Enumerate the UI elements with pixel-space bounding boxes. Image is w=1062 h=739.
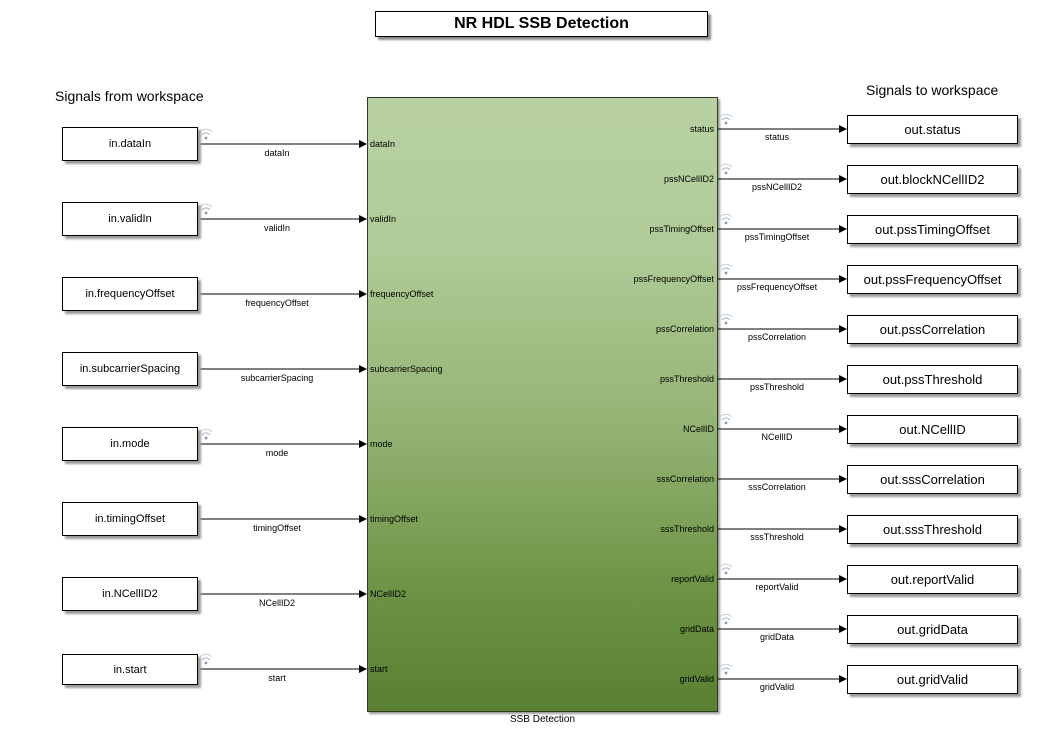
output-block-pssFrequencyOffset[interactable]: out.pssFrequencyOffset [847, 265, 1018, 294]
port-out-sssThreshold: sssThreshold [660, 524, 714, 534]
signal-label-pssThreshold: pssThreshold [749, 382, 805, 392]
signal-label-gridData: gridData [759, 632, 795, 642]
signal-logging-icon[interactable] [199, 653, 213, 665]
arrowhead-pssCorrelation [839, 325, 847, 333]
signal-label-pssNCellID2: pssNCellID2 [751, 182, 802, 192]
port-in-frequencyOffset: frequencyOffset [370, 289, 434, 299]
signal-logging-icon[interactable] [199, 128, 213, 140]
ssb-detection-caption: SSB Detection [509, 714, 576, 725]
port-in-mode: mode [370, 439, 393, 449]
signal-label-sssCorrelation: sssCorrelation [748, 482, 806, 492]
signal-logging-icon[interactable] [719, 163, 733, 175]
signal-label-start: start [268, 673, 286, 683]
signal-label-mode: mode [265, 448, 289, 458]
output-block-reportValid[interactable]: out.reportValid [847, 565, 1018, 594]
arrowhead-frequencyOffset [359, 290, 367, 298]
signal-logging-icon[interactable] [199, 428, 213, 440]
arrowhead-pssTimingOffset [839, 225, 847, 233]
signal-logging-icon[interactable] [719, 113, 733, 125]
signal-label-pssCorrelation: pssCorrelation [747, 332, 807, 342]
port-in-subcarrierSpacing: subcarrierSpacing [370, 364, 443, 374]
port-out-reportValid: reportValid [671, 574, 714, 584]
output-block-NCellID[interactable]: out.NCellID [847, 415, 1018, 444]
port-out-pssNCellID2: pssNCellID2 [663, 174, 714, 184]
port-in-start: start [370, 664, 388, 674]
ssb-detection-block[interactable] [367, 97, 718, 712]
output-block-pssThreshold[interactable]: out.pssThreshold [847, 365, 1018, 394]
arrowhead-pssNCellID2 [839, 175, 847, 183]
input-block-validIn[interactable]: in.validIn [62, 202, 198, 236]
signal-label-dataIn: dataIn [264, 148, 290, 158]
output-block-pssCorrelation[interactable]: out.pssCorrelation [847, 315, 1018, 344]
signal-logging-icon[interactable] [719, 213, 733, 225]
arrowhead-subcarrierSpacing [359, 365, 367, 373]
signal-logging-icon[interactable] [719, 263, 733, 275]
signal-logging-icon[interactable] [719, 413, 733, 425]
right-section-label: Signals to workspace [866, 82, 999, 98]
signal-label-pssTimingOffset: pssTimingOffset [744, 232, 810, 242]
input-block-NCellID2[interactable]: in.NCellID2 [62, 577, 198, 611]
port-out-NCellID: NCellID [682, 424, 714, 434]
output-block-status[interactable]: out.status [847, 115, 1018, 144]
arrowhead-pssThreshold [839, 375, 847, 383]
arrowhead-start [359, 665, 367, 673]
signal-label-NCellID2: NCellID2 [258, 598, 295, 608]
signal-logging-icon[interactable] [719, 613, 733, 625]
output-block-pssTimingOffset[interactable]: out.pssTimingOffset [847, 215, 1018, 244]
port-out-pssCorrelation: pssCorrelation [655, 324, 714, 334]
signal-label-subcarrierSpacing: subcarrierSpacing [240, 373, 314, 383]
input-block-frequencyOffset[interactable]: in.frequencyOffset [62, 277, 198, 311]
signal-logging-icon[interactable] [719, 563, 733, 575]
port-in-validIn: validIn [370, 214, 397, 224]
input-block-subcarrierSpacing[interactable]: in.subcarrierSpacing [62, 352, 198, 386]
input-block-timingOffset[interactable]: in.timingOffset [62, 502, 198, 536]
signal-label-pssFrequencyOffset: pssFrequencyOffset [736, 282, 818, 292]
arrowhead-mode [359, 440, 367, 448]
output-block-sssThreshold[interactable]: out.sssThreshold [847, 515, 1018, 544]
port-out-pssTimingOffset: pssTimingOffset [649, 224, 714, 234]
arrowhead-sssThreshold [839, 525, 847, 533]
left-section-label: Signals from workspace [55, 88, 204, 104]
port-in-NCellID2: NCellID2 [370, 589, 407, 599]
port-out-gridData: gridData [679, 624, 714, 634]
port-out-status: status [689, 124, 714, 134]
arrowhead-dataIn [359, 140, 367, 148]
signal-label-gridValid: gridValid [759, 682, 795, 692]
arrowhead-NCellID2 [359, 590, 367, 598]
port-out-sssCorrelation: sssCorrelation [656, 474, 714, 484]
output-block-blockNCellID2[interactable]: out.blockNCellID2 [847, 165, 1018, 194]
signal-label-frequencyOffset: frequencyOffset [245, 298, 309, 308]
input-block-mode[interactable]: in.mode [62, 427, 198, 461]
signal-label-timingOffset: timingOffset [253, 523, 301, 533]
signal-label-reportValid: reportValid [755, 582, 799, 592]
input-block-dataIn[interactable]: in.dataIn [62, 127, 198, 161]
port-in-dataIn: dataIn [370, 139, 396, 149]
model-title: NR HDL SSB Detection [375, 11, 708, 37]
output-block-sssCorrelation[interactable]: out.sssCorrelation [847, 465, 1018, 494]
port-out-pssFrequencyOffset: pssFrequencyOffset [633, 274, 714, 284]
signal-label-NCellID: NCellID [761, 432, 793, 442]
port-out-pssThreshold: pssThreshold [659, 374, 714, 384]
signal-label-validIn: validIn [263, 223, 290, 233]
arrowhead-gridValid [839, 675, 847, 683]
output-block-gridValid[interactable]: out.gridValid [847, 665, 1018, 694]
signal-logging-icon[interactable] [719, 663, 733, 675]
arrowhead-sssCorrelation [839, 475, 847, 483]
arrowhead-status [839, 125, 847, 133]
signal-label-status: status [764, 132, 789, 142]
arrowhead-timingOffset [359, 515, 367, 523]
input-block-start[interactable]: in.start [62, 654, 198, 685]
port-in-timingOffset: timingOffset [370, 514, 418, 524]
signal-label-sssThreshold: sssThreshold [750, 532, 804, 542]
signal-logging-icon[interactable] [199, 203, 213, 215]
arrowhead-gridData [839, 625, 847, 633]
port-out-gridValid: gridValid [679, 674, 714, 684]
arrowhead-NCellID [839, 425, 847, 433]
arrowhead-reportValid [839, 575, 847, 583]
arrowhead-pssFrequencyOffset [839, 275, 847, 283]
signal-logging-icon[interactable] [719, 313, 733, 325]
arrowhead-validIn [359, 215, 367, 223]
output-block-gridData[interactable]: out.gridData [847, 615, 1018, 644]
